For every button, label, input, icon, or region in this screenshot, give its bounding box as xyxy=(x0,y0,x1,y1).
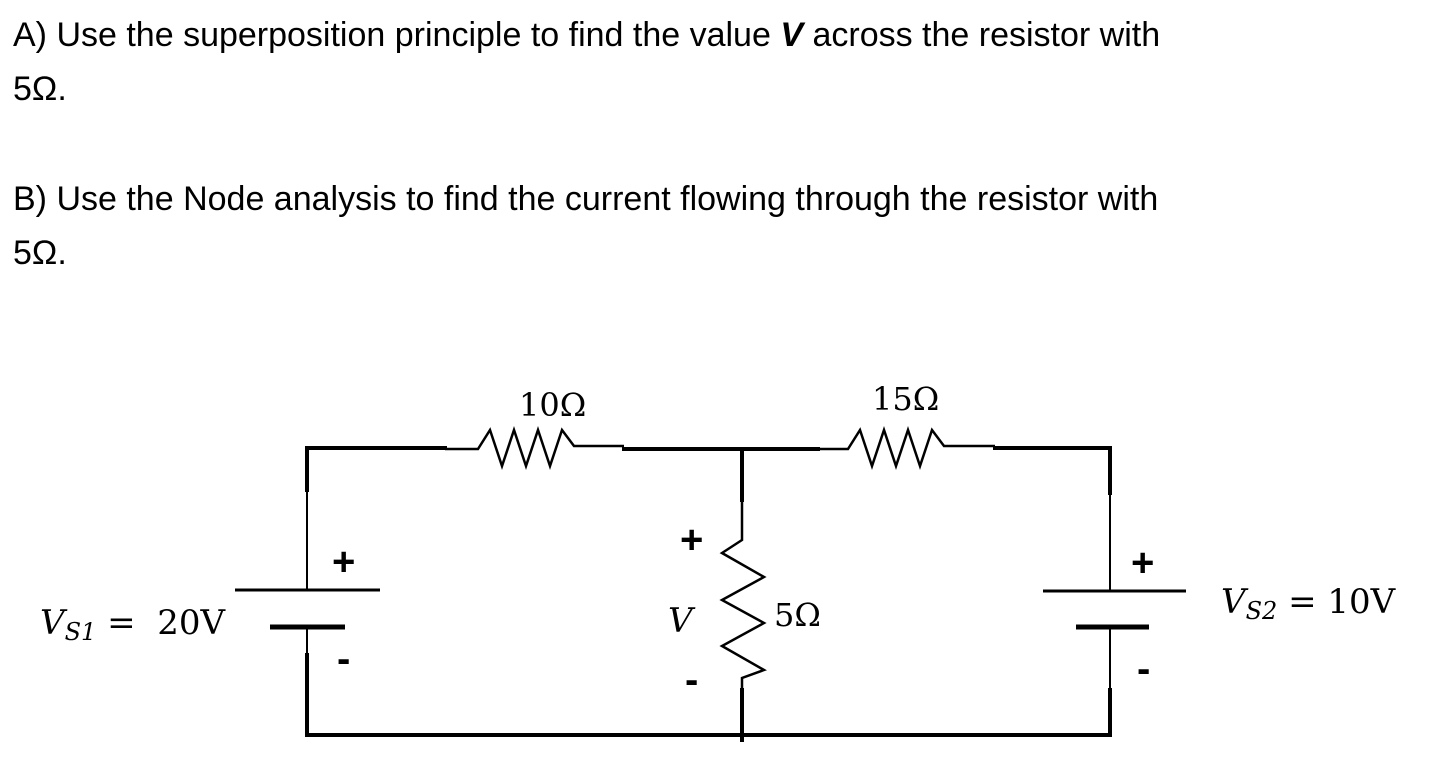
question-a: A) Use the superposition principle to fi… xyxy=(13,8,1393,116)
vs1-minus-sign: - xyxy=(337,637,350,681)
vs1-label-value: = 20V xyxy=(96,603,226,643)
vs2-minus-sign: - xyxy=(1137,647,1150,691)
resistor-10-ohm-symbol xyxy=(445,426,624,470)
resistor-15-ohm-symbol xyxy=(818,426,995,470)
vs1-label: VS1 = 20V xyxy=(40,603,226,646)
circuit-wires xyxy=(305,446,1112,742)
question-b: B) Use the Node analysis to find the cur… xyxy=(13,172,1393,280)
resistor-15-ohm-label: 15Ω xyxy=(872,380,939,418)
vs2-label-value: = 10V xyxy=(1277,582,1396,622)
vs1-label-subscript: S1 xyxy=(65,618,97,646)
vs2-plus-sign: + xyxy=(1131,541,1154,585)
resistor-10-ohm-label: 10Ω xyxy=(519,386,586,424)
question-b-line1: B) Use the Node analysis to find the cur… xyxy=(13,180,1159,218)
resistor-5-ohm-label: 5Ω xyxy=(774,596,821,634)
question-b-line2: 5Ω. xyxy=(13,234,67,272)
battery-vs2-symbol xyxy=(1043,493,1186,690)
vs2-label-symbol: V xyxy=(1221,582,1249,622)
question-a-text-prefix: A) Use the superposition principle to fi… xyxy=(13,16,781,54)
question-a-variable: V xyxy=(780,16,804,54)
vs1-plus-sign: + xyxy=(332,540,355,584)
question-a-text-suffix: across the resistor with xyxy=(803,16,1161,54)
vs1-label-symbol: V xyxy=(40,603,68,643)
vs2-label: VS2 = 10V xyxy=(1221,582,1397,625)
question-a-line2: 5Ω. xyxy=(13,70,67,108)
v-minus-sign: - xyxy=(685,658,698,702)
v-plus-sign: + xyxy=(680,518,703,562)
vs2-label-subscript: S2 xyxy=(1246,597,1278,625)
resistor-5-ohm-symbol xyxy=(719,500,767,690)
battery-vs1-symbol xyxy=(235,490,380,655)
voltage-v-label: V xyxy=(668,601,696,641)
